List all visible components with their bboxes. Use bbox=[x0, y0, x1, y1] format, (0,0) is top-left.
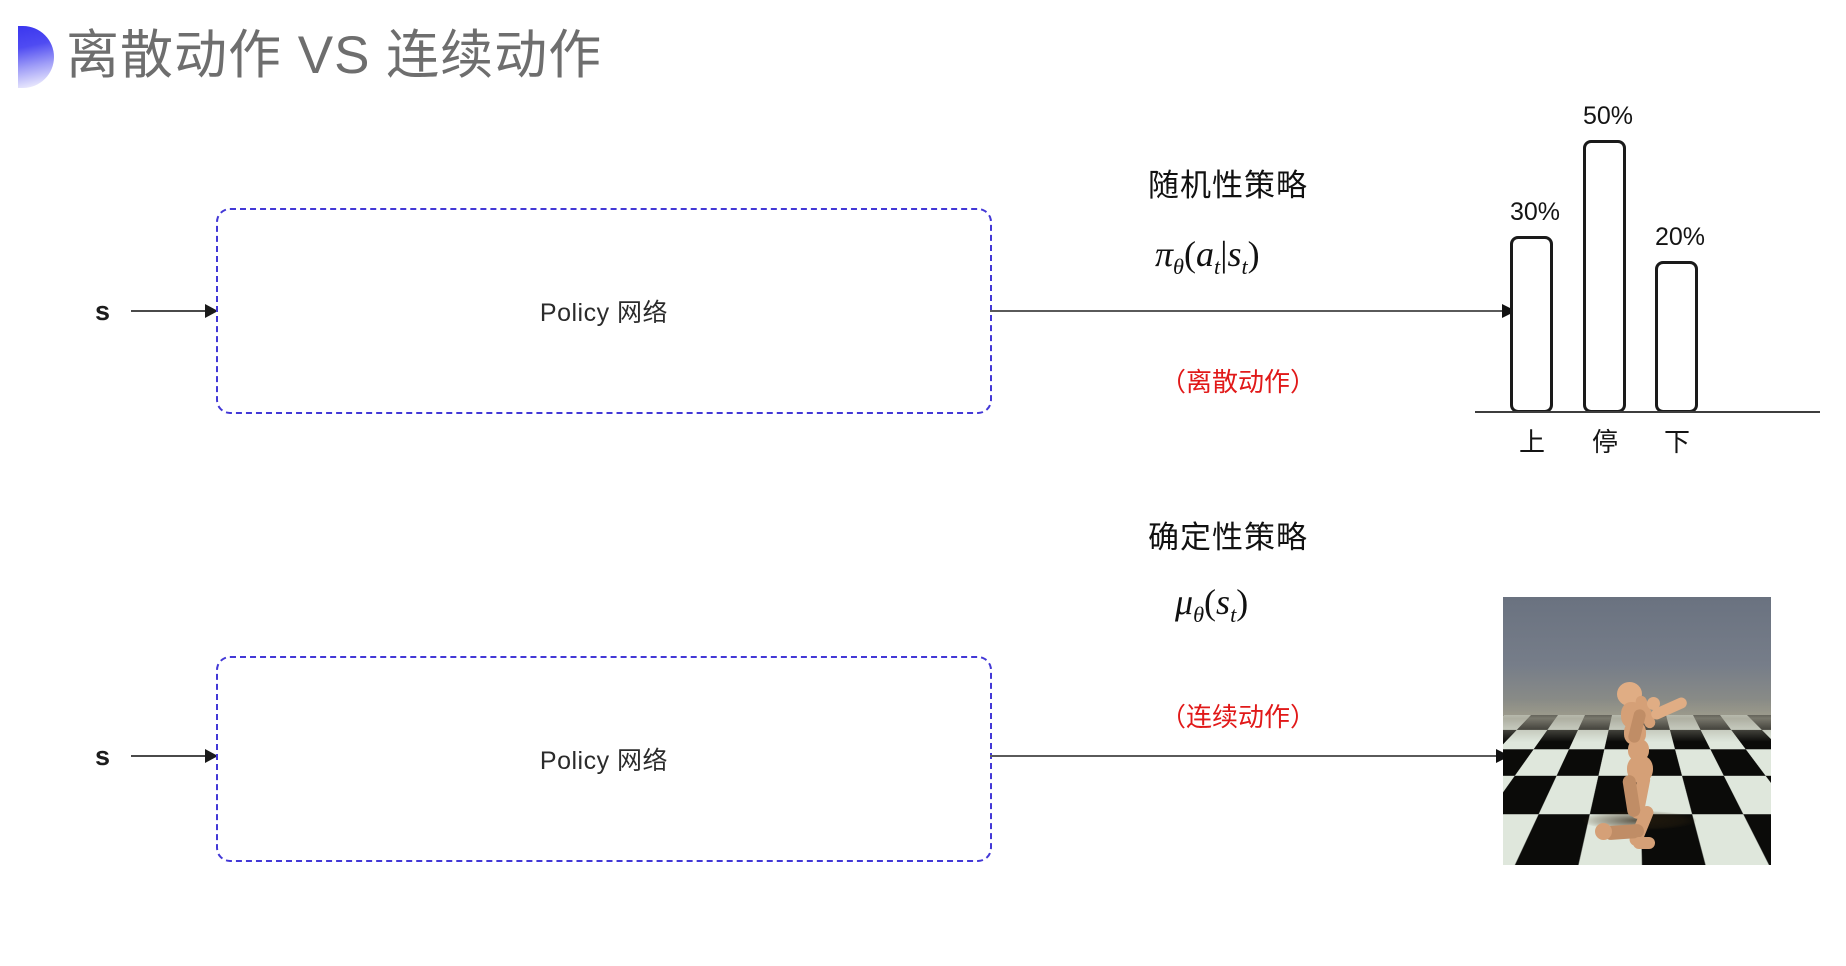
policy-network-box-continuous[interactable]: Policy 网络 bbox=[216, 656, 992, 862]
annotation-title-continuous: 确定性策略 bbox=[1148, 520, 1308, 555]
state-to-policy-arrow-discrete bbox=[131, 304, 223, 318]
bar-ting bbox=[1583, 140, 1626, 413]
policy-network-box-discrete[interactable]: Policy 网络 bbox=[216, 208, 992, 414]
formula-deterministic-policy: μθ(st) bbox=[1175, 581, 1248, 628]
formula-theta: θ bbox=[1173, 254, 1185, 280]
arrow-shaft bbox=[131, 755, 209, 757]
formula-open-paren: ( bbox=[1184, 234, 1197, 274]
arrow-head-icon bbox=[205, 749, 218, 763]
formula-close-paren: ) bbox=[1247, 234, 1260, 274]
policy-network-label: Policy 网络 bbox=[539, 299, 669, 327]
formula-s: s bbox=[1216, 582, 1231, 622]
formula-stochastic-policy: πθ(at|st) bbox=[1155, 233, 1260, 280]
bar-category-label: 下 bbox=[1663, 427, 1690, 457]
arrow-shaft bbox=[131, 310, 209, 312]
policy-network-label: Policy 网络 bbox=[539, 747, 669, 775]
annotation-title-discrete: 随机性策略 bbox=[1148, 168, 1308, 203]
bar-value-label: 50% bbox=[1582, 102, 1634, 130]
formula-theta: θ bbox=[1193, 602, 1205, 628]
formula-open-paren: ( bbox=[1204, 582, 1217, 622]
bar-category-label: 停 bbox=[1591, 427, 1618, 457]
policy-to-output-arrow-continuous bbox=[990, 749, 1512, 763]
formula-a: a bbox=[1196, 234, 1215, 274]
bar-shang bbox=[1510, 236, 1553, 413]
formula-s: s bbox=[1227, 234, 1242, 274]
formula-a-subscript: t bbox=[1214, 254, 1221, 280]
discrete-action-note: （离散动作） bbox=[1160, 367, 1317, 397]
bar-xia bbox=[1655, 261, 1698, 413]
state-to-policy-arrow-continuous bbox=[131, 749, 223, 763]
continuous-action-note: （连续动作） bbox=[1160, 702, 1317, 732]
bar-category-label: 上 bbox=[1518, 427, 1545, 457]
formula-conditional-bar: | bbox=[1220, 234, 1228, 274]
state-input-label-continuous: s bbox=[95, 741, 111, 771]
humanoid-foot bbox=[1633, 837, 1655, 849]
arrow-shaft bbox=[990, 755, 1498, 757]
chart-x-axis bbox=[1475, 411, 1820, 413]
humanoid-knee bbox=[1595, 823, 1612, 840]
bar-value-label: 30% bbox=[1509, 198, 1561, 226]
policy-to-output-arrow-discrete bbox=[990, 304, 1518, 318]
formula-mu: μ bbox=[1175, 582, 1194, 622]
state-input-label-discrete: s bbox=[95, 296, 111, 326]
humanoid-simulation-image bbox=[1503, 597, 1771, 865]
action-probability-bar-chart: 30% 上 50% 停 20% 下 bbox=[1465, 100, 1835, 457]
arrow-shaft bbox=[990, 310, 1504, 312]
stochastic-policy-annotation: 随机性策略 bbox=[1148, 160, 1308, 205]
formula-s-subscript: t bbox=[1230, 602, 1237, 628]
bar-value-label: 20% bbox=[1654, 223, 1706, 251]
discrete-action-row: s Policy 网络 随机性策略 πθ(at|st) （离散动作） 30% 上… bbox=[0, 0, 1846, 480]
page-title: 离散动作 VS 连续动作 bbox=[66, 26, 603, 85]
arrow-head-icon bbox=[205, 304, 218, 318]
formula-pi: π bbox=[1155, 234, 1174, 274]
formula-close-paren: ) bbox=[1236, 582, 1249, 622]
formula-s-subscript: t bbox=[1241, 254, 1248, 280]
continuous-action-row: s Policy 网络 确定性策略 μθ(st) （连续动作） bbox=[0, 450, 1846, 966]
deterministic-policy-annotation: 确定性策略 bbox=[1148, 512, 1308, 557]
humanoid-hand bbox=[1647, 697, 1660, 710]
